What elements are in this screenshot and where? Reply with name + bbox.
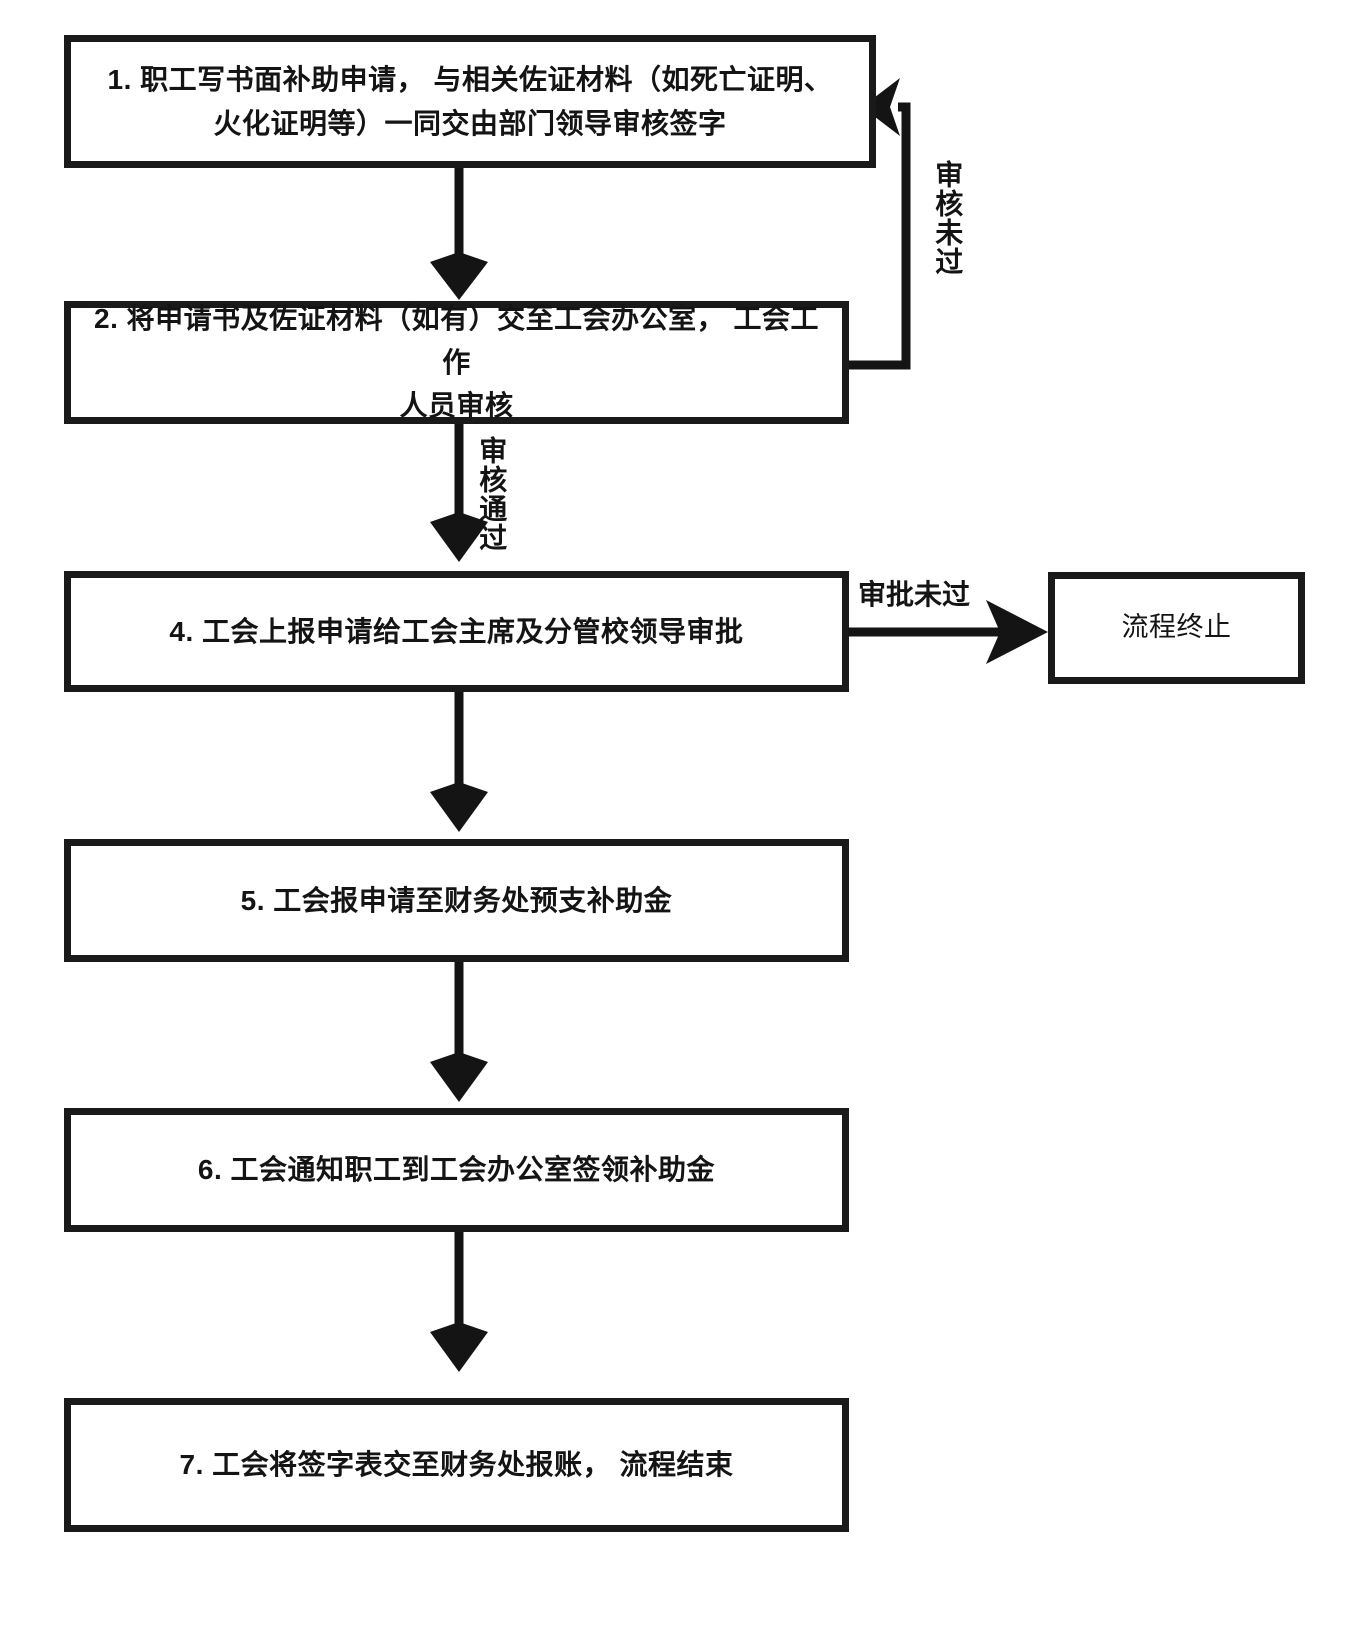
edge-label-approval-failed: 审批未过 — [858, 579, 971, 610]
node-step1[interactable]: 1. 职工写书面补助申请， 与相关佐证材料（如死亡证明、 火化证明等）一同交由部… — [64, 35, 876, 168]
connector-step5-step6 — [430, 962, 488, 1102]
connector-step4-step5 — [430, 692, 488, 832]
node-step7[interactable]: 7. 工会将签字表交至财务处报账， 流程结束 — [64, 1398, 849, 1532]
node-step4-label: 4. 工会上报申请给工会主席及分管校领导审批 — [169, 615, 744, 647]
node-step4[interactable]: 4. 工会上报申请给工会主席及分管校领导审批 — [64, 571, 849, 692]
connector-step1-step2 — [430, 168, 488, 300]
node-step6-label: 6. 工会通知职工到工会办公室签领补助金 — [197, 1154, 716, 1186]
node-step5[interactable]: 5. 工会报申请至财务处预支补助金 — [64, 839, 849, 962]
connector-step6-step7 — [430, 1232, 488, 1372]
edge-label-review-failed: 审核未过 — [932, 160, 964, 276]
edge-label-review-passed: 审核通过 — [476, 436, 508, 552]
node-step6[interactable]: 6. 工会通知职工到工会办公室签领补助金 — [64, 1108, 849, 1232]
node-step2[interactable]: 2. 将申请书及佐证材料（如有）交至工会办公室， 工会工作 人员审核 — [64, 301, 849, 424]
node-step2-label: 2. 将申请书及佐证材料（如有）交至工会办公室， 工会工作 人员审核 — [94, 303, 819, 422]
node-step7-label: 7. 工会将签字表交至财务处报账， 流程结束 — [179, 1449, 734, 1481]
node-step5-label: 5. 工会报申请至财务处预支补助金 — [240, 884, 673, 916]
node-terminate-label: 流程终止 — [1121, 612, 1232, 643]
node-terminate[interactable]: 流程终止 — [1048, 572, 1305, 684]
node-step1-label: 1. 职工写书面补助申请， 与相关佐证材料（如死亡证明、 火化证明等）一同交由部… — [107, 64, 833, 139]
